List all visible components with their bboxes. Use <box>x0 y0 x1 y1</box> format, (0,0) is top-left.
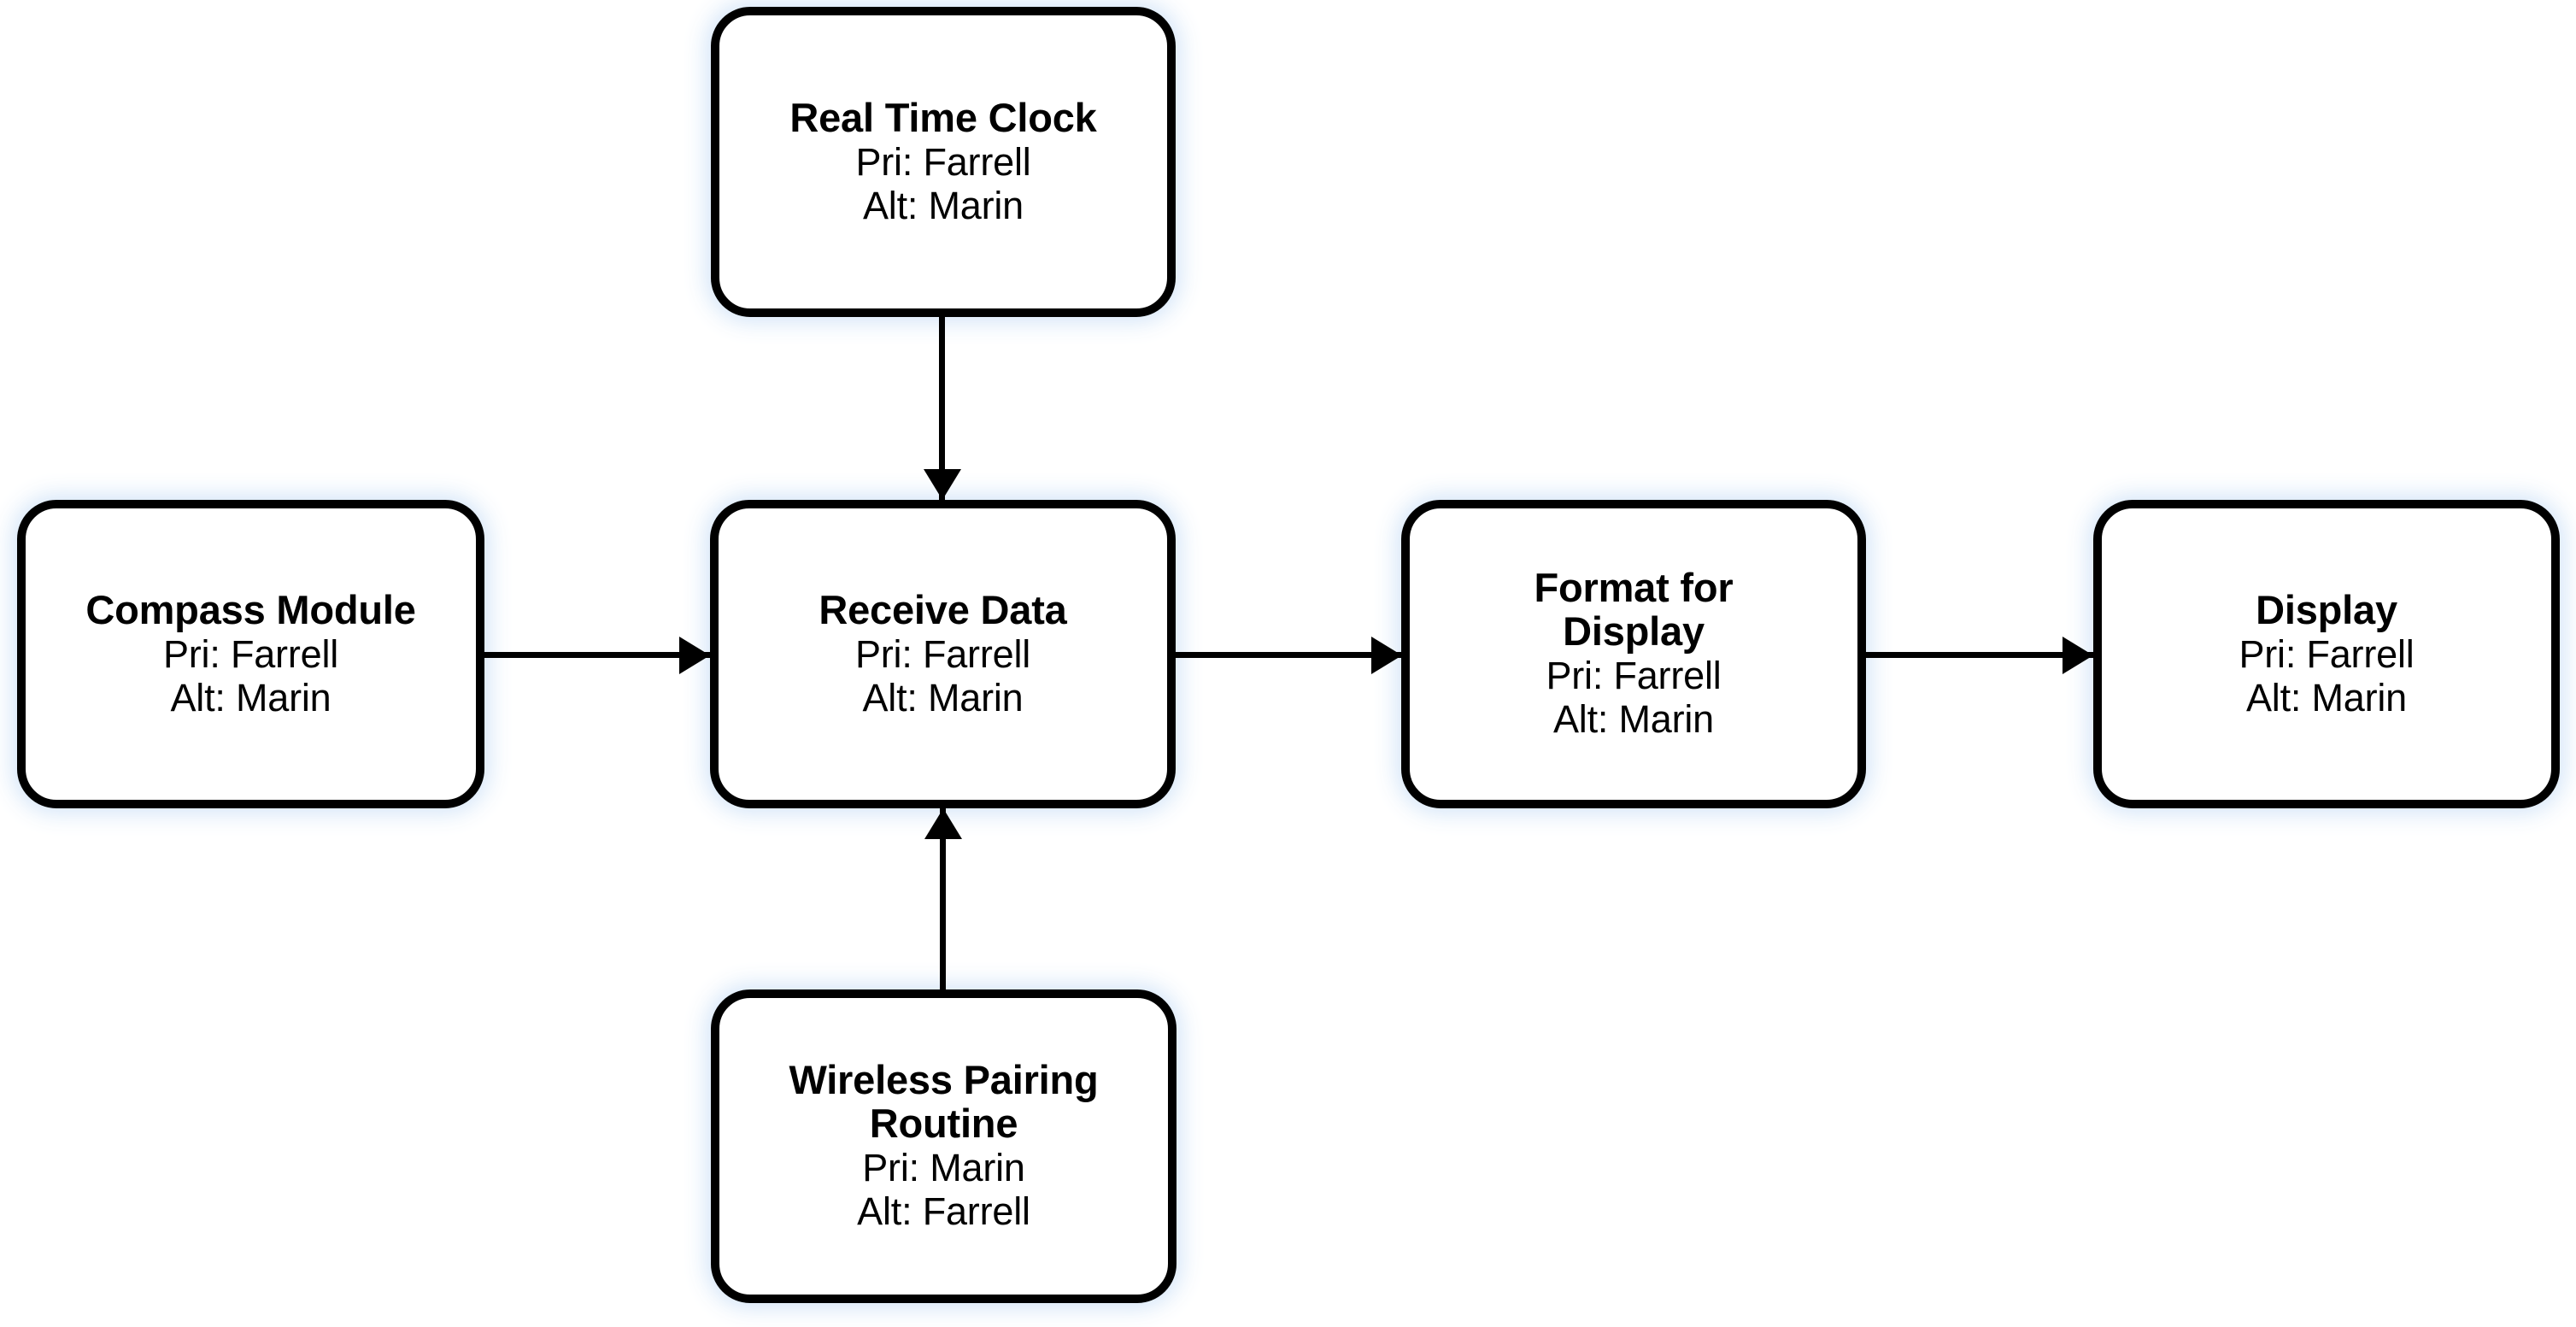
node-wireless-pairing-routine[interactable]: Wireless Pairing Routine Pri: Marin Alt:… <box>711 989 1177 1303</box>
node-primary-owner: Pri: Marin <box>862 1145 1025 1189</box>
node-title: Real Time Clock <box>789 94 1097 140</box>
arrowhead-right-icon <box>2063 637 2093 674</box>
edge-line <box>484 652 710 658</box>
node-alternate-owner: Alt: Farrell <box>857 1189 1030 1234</box>
node-compass-module[interactable]: Compass Module Pri: Farrell Alt: Marin <box>17 500 484 808</box>
node-alternate-owner: Alt: Marin <box>170 675 332 719</box>
node-title: Format for Display <box>1534 565 1734 655</box>
arrowhead-up-icon <box>924 808 962 839</box>
arrowhead-right-icon <box>1371 637 1402 674</box>
node-title: Display <box>2256 586 2397 632</box>
edge-line <box>939 317 945 500</box>
node-primary-owner: Pri: Farrell <box>2239 631 2415 676</box>
node-alternate-owner: Alt: Marin <box>2245 675 2408 719</box>
node-receive-data[interactable]: Receive Data Pri: Farrell Alt: Marin <box>710 500 1176 808</box>
node-title: Compass Module <box>85 586 416 632</box>
node-title: Wireless Pairing Routine <box>789 1057 1099 1147</box>
node-alternate-owner: Alt: Marin <box>1552 697 1715 742</box>
node-alternate-owner: Alt: Marin <box>862 183 1024 227</box>
edge-line <box>1176 652 1401 658</box>
node-title: Receive Data <box>819 586 1067 632</box>
node-primary-owner: Pri: Farrell <box>855 139 1031 184</box>
node-display[interactable]: Display Pri: Farrell Alt: Marin <box>2093 500 2560 808</box>
node-format-for-display[interactable]: Format for Display Pri: Farrell Alt: Mar… <box>1401 500 1866 808</box>
node-primary-owner: Pri: Farrell <box>1546 653 1722 697</box>
node-alternate-owner: Alt: Marin <box>862 675 1024 719</box>
node-primary-owner: Pri: Farrell <box>854 631 1031 676</box>
node-real-time-clock[interactable]: Real Time Clock Pri: Farrell Alt: Marin <box>711 7 1176 317</box>
edge-line <box>1866 652 2093 658</box>
edge-line <box>940 808 946 989</box>
arrowhead-right-icon <box>679 637 710 674</box>
arrowhead-down-icon <box>924 469 961 500</box>
node-primary-owner: Pri: Farrell <box>162 631 339 676</box>
